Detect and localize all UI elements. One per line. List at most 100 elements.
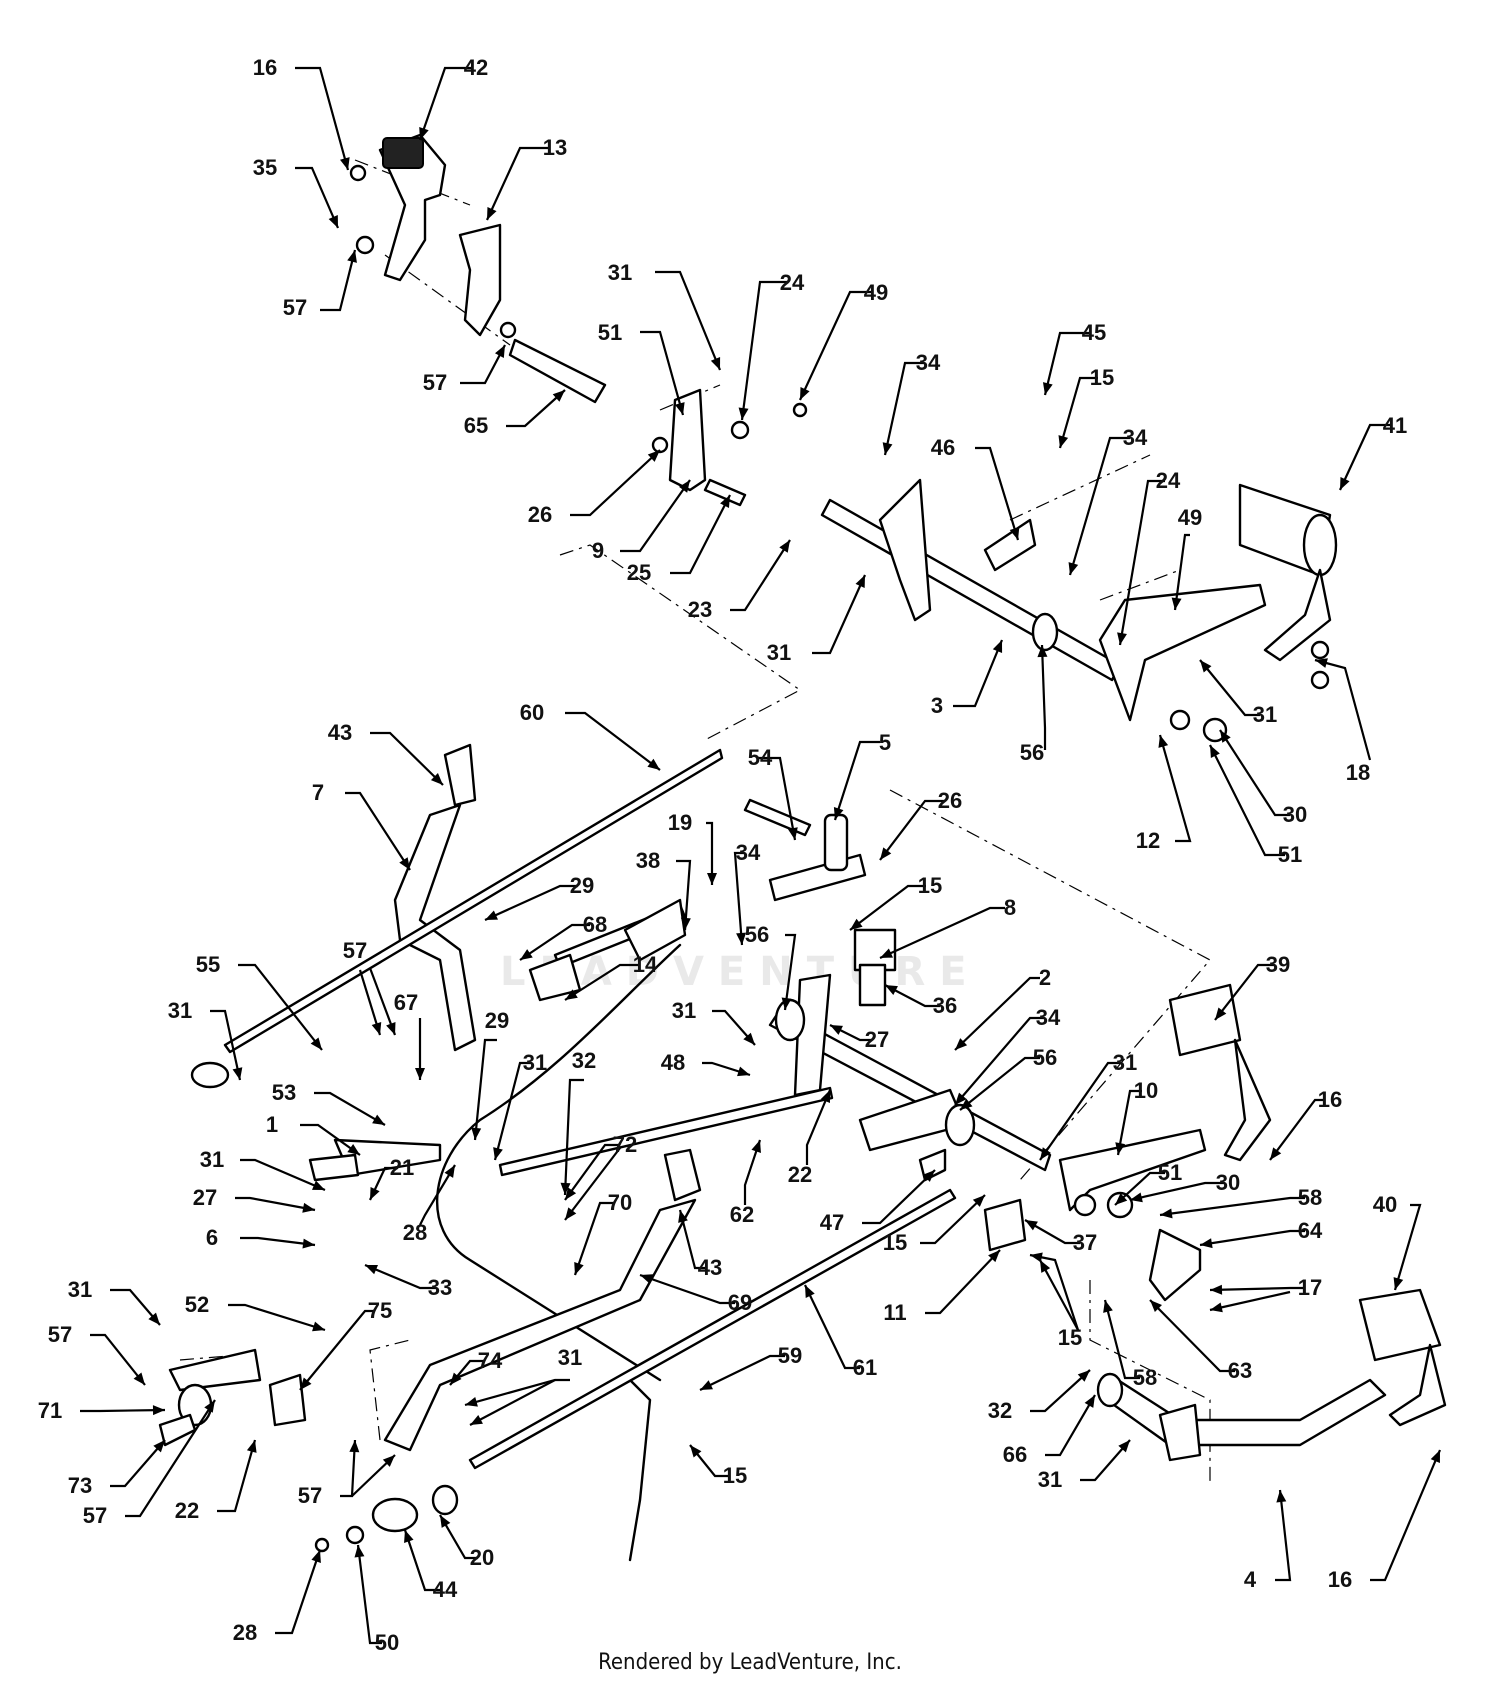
part-number-label: 31 [767,640,791,665]
leader-line [90,1333,146,1386]
part-number-label: 56 [1020,740,1044,765]
leader-line [758,756,797,841]
leader-arrowhead [1130,1192,1143,1203]
part-number-label: 63 [1228,1358,1252,1383]
part-number-label: 27 [865,1027,889,1052]
part-number-label: 4 [1244,1567,1257,1592]
leader-arrowhead [300,1377,312,1390]
leader-line [299,1309,375,1391]
leader-line [812,574,867,655]
leader-arrowhead [882,442,893,455]
leader-line [1199,1229,1305,1247]
leader-line [570,449,661,517]
leader-arrowhead [204,1400,215,1413]
leader-arrowhead [444,1165,455,1178]
leader-line [1173,533,1190,611]
leader-arrowhead [399,857,410,870]
leader-line [240,1158,326,1192]
part-number-label: 71 [38,1398,62,1423]
part-number-label: 57 [343,938,367,963]
leader-arrowhead [1103,1300,1113,1313]
leader-arrowhead [674,402,685,415]
leader-arrowhead [1117,632,1127,645]
part-number-label: 49 [864,280,888,305]
part-number-label: 43 [328,720,352,745]
leader-line [1116,1089,1142,1156]
leader-arrowhead [743,1032,755,1045]
leader-arrowhead [678,1210,688,1223]
part-number-label: 51 [598,320,622,345]
leader-line [564,963,640,1001]
leader-arrowhead [340,157,350,170]
leader-arrowhead [787,827,798,840]
part-number-label: 58 [1298,1185,1322,1210]
part-number-label: 62 [730,1202,754,1227]
leader-line [370,731,444,786]
leader-line [783,933,797,1011]
part-number-label: 57 [283,295,307,320]
part-number-label: 3 [931,693,943,718]
leader-arrowhead [133,1372,145,1385]
leader-arrowhead [419,127,429,140]
part-number-label: 67 [394,990,418,1015]
leader-line [849,884,926,931]
leader-line [743,1139,762,1205]
leader-line [954,976,1040,1051]
leader-line [702,1061,751,1077]
leader-line [640,330,685,416]
leader-arrowhead [386,1022,396,1035]
leader-arrowhead [1220,730,1231,743]
part-number-label: 55 [196,952,220,977]
leader-arrowhead [1068,562,1079,575]
leader-line [238,963,323,1051]
leader-arrowhead [960,1098,973,1110]
part-number-label: 29 [485,1008,509,1033]
leader-arrowhead [1200,660,1212,673]
leader-line [493,1061,532,1161]
leader-arrowhead [310,1037,322,1050]
pedal-41 [1238,483,1338,690]
leader-line [469,1379,556,1426]
part-number-label: 28 [403,1220,427,1245]
part-number-label: 30 [1216,1170,1240,1195]
leader-arrowhead [565,1207,577,1220]
leader-line [655,270,722,371]
part-number-label: 15 [1090,365,1114,390]
part-number-label: 57 [48,1322,72,1347]
leader-arrowhead [820,1090,830,1103]
shaft-2 [768,973,1052,1172]
part-number-label: 31 [1253,702,1277,727]
leader-arrowhead [972,1195,985,1207]
leader-arrowhead [1115,1193,1128,1205]
part-number-label: 13 [543,135,567,160]
leader-line [1158,734,1192,843]
leader-line [804,1284,860,1370]
part-number-label: 34 [916,350,941,375]
part-number-label: 21 [390,1155,414,1180]
leader-line [403,1529,440,1592]
part-number-label: 15 [918,873,942,898]
leader-arrowhead [370,1187,380,1200]
leader-arrowhead [1084,1395,1095,1408]
leader-arrowhead [465,1396,478,1407]
leader-arrowhead [1040,1147,1051,1160]
leader-arrowhead [700,1380,713,1390]
leader-line [730,539,791,612]
part-number-label: 31 [1038,1467,1062,1492]
lever-7 [333,743,477,1177]
part-number-label: 58 [1133,1365,1157,1390]
leader-line [314,1091,386,1126]
leader-line [564,1147,621,1221]
part-number-label: 72 [613,1132,637,1157]
leader-line [110,1439,166,1488]
leader-arrowhead [1025,1220,1038,1231]
part-number-label: 34 [736,840,761,865]
leader-arrowhead [494,345,505,358]
leader-line [1080,1439,1131,1482]
leader-arrowhead [680,917,691,930]
leader-arrowhead [1042,382,1053,395]
leader-line [879,906,1005,960]
part-number-label: 16 [253,55,277,80]
leader-arrowhead [302,1238,315,1249]
leader-line [464,1378,570,1407]
